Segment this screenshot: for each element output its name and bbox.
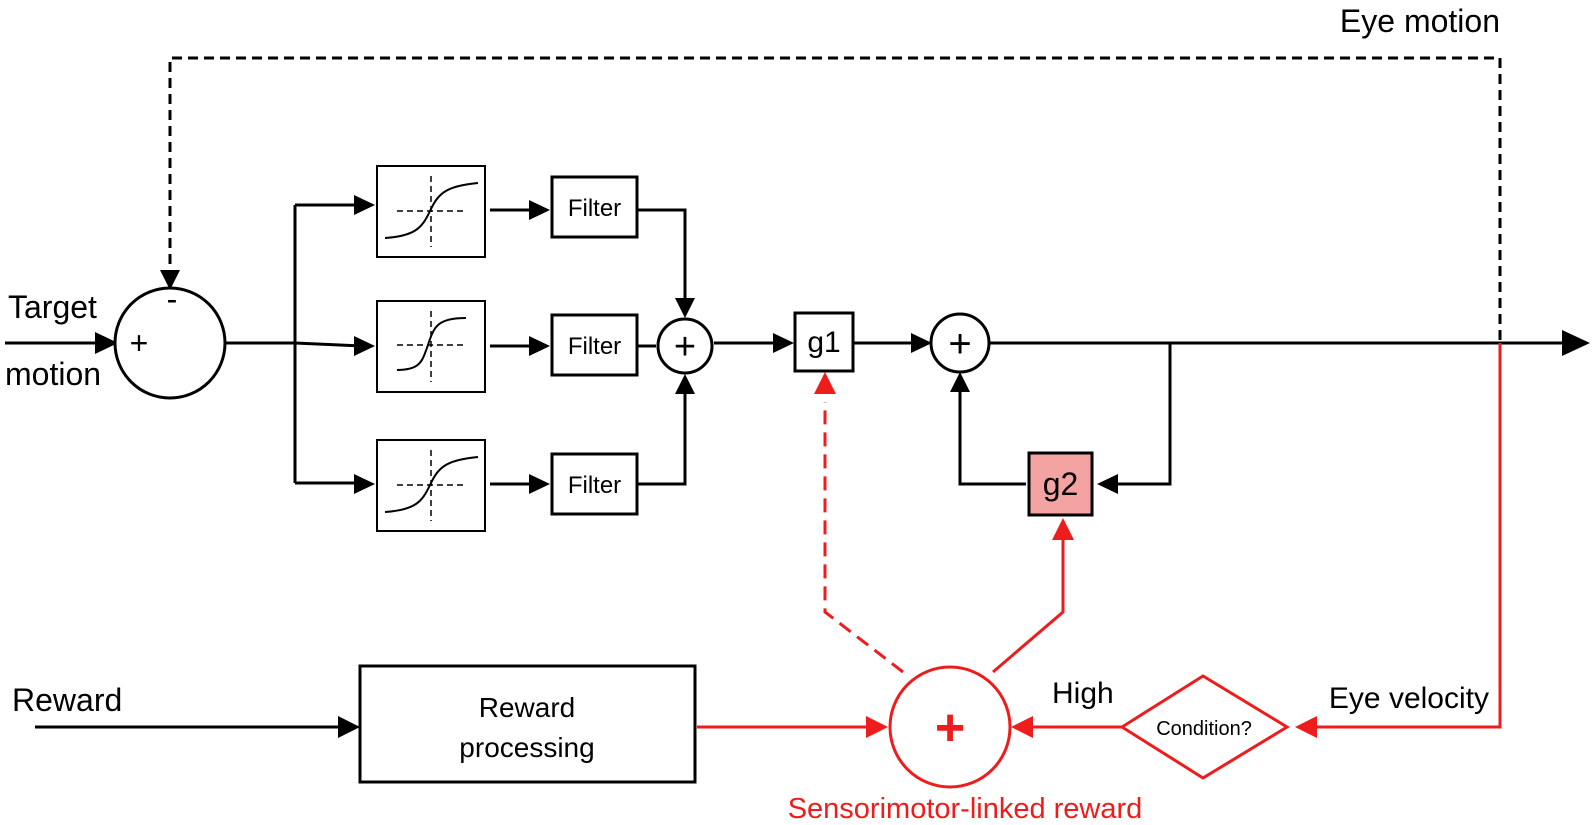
arrowhead <box>160 270 180 290</box>
eye-motion-label: Eye motion <box>1340 3 1500 39</box>
arrowhead <box>675 374 695 394</box>
black-arrowheads <box>95 195 1590 738</box>
eye-motion-feedback-line <box>168 56 1502 340</box>
target-motion-label-line1: Target <box>8 289 97 325</box>
filter-block-top: Filter <box>550 175 639 239</box>
g2-label: g2 <box>1043 466 1079 502</box>
filter-label: Filter <box>568 195 621 222</box>
arrowhead <box>675 298 695 318</box>
black-wires <box>5 203 1565 729</box>
arrowhead <box>354 195 375 215</box>
arrowhead <box>1295 716 1317 738</box>
arrowhead <box>1011 716 1033 738</box>
nonlinearity-block-mid <box>376 300 486 393</box>
reward-processing-block: Reward processing <box>358 664 697 784</box>
arrowhead <box>529 200 550 220</box>
comparator: + - <box>113 281 227 400</box>
arrowhead <box>354 336 375 356</box>
summing-junction-2: + <box>929 312 991 374</box>
filter-bottom-to-sum <box>637 386 687 486</box>
arrowhead <box>354 474 375 494</box>
condition-label: Condition? <box>1156 718 1252 740</box>
sum-to-g1-dashed <box>823 402 904 674</box>
arrowhead <box>95 332 118 354</box>
eye-velocity-line <box>1310 343 1502 729</box>
sum-to-g2 <box>992 532 1065 674</box>
steep-sigmoid-curve-icon <box>396 317 467 371</box>
arrowhead <box>814 372 836 394</box>
nonlinearity-block-bottom <box>376 439 486 532</box>
to-nl-mid <box>294 341 363 348</box>
target-motion-label-line2: motion <box>5 356 101 392</box>
filter-top-to-sum <box>637 208 687 308</box>
sigmoid-curve-icon <box>384 182 479 239</box>
arrowhead <box>338 716 360 738</box>
reward-summing-junction: + <box>888 665 1012 789</box>
sigmoid-curve-icon <box>384 456 479 513</box>
arrowhead <box>1052 518 1074 540</box>
arrowhead <box>950 372 970 392</box>
sum-plus-sign: + <box>948 322 971 366</box>
filter-block-bottom: Filter <box>550 452 639 516</box>
reward-label: Reward <box>12 682 122 718</box>
g2-block: g2 <box>1027 451 1094 517</box>
g2-to-sum2 <box>958 383 1026 486</box>
sum-plus-sign: + <box>674 326 696 368</box>
filter-label: Filter <box>568 333 621 360</box>
red-arrowheads <box>814 372 1317 738</box>
summing-junction-1: + <box>656 317 714 375</box>
arrowhead <box>773 333 794 353</box>
g1-block: g1 <box>793 311 855 373</box>
arrowhead <box>911 333 932 353</box>
comparator-plus-sign: + <box>130 325 149 361</box>
output-arrowhead <box>1562 330 1590 356</box>
sensorimotor-linked-reward-label: Sensorimotor-linked reward <box>788 793 1143 825</box>
comparator-minus-sign: - <box>167 281 178 317</box>
condition-diamond: Condition? <box>1119 674 1290 780</box>
arrowhead <box>866 716 888 738</box>
feedback-to-g2 <box>1112 343 1172 486</box>
reward-sum-plus-sign: + <box>935 699 965 757</box>
nonlinearity-block-top <box>376 165 486 258</box>
filter-label: Filter <box>568 472 621 499</box>
red-wires <box>697 343 1502 729</box>
g1-label: g1 <box>807 326 840 359</box>
comparator-circle <box>113 286 227 400</box>
reward-processing-label-line2: processing <box>459 732 594 763</box>
high-label: High <box>1052 677 1114 710</box>
arrowhead <box>529 474 550 494</box>
arrowhead <box>1097 474 1118 494</box>
filter-block-mid: Filter <box>550 313 639 377</box>
reward-processing-label-line1: Reward <box>479 692 575 723</box>
eye-velocity-label: Eye velocity <box>1329 682 1489 715</box>
arrowhead <box>529 336 550 356</box>
